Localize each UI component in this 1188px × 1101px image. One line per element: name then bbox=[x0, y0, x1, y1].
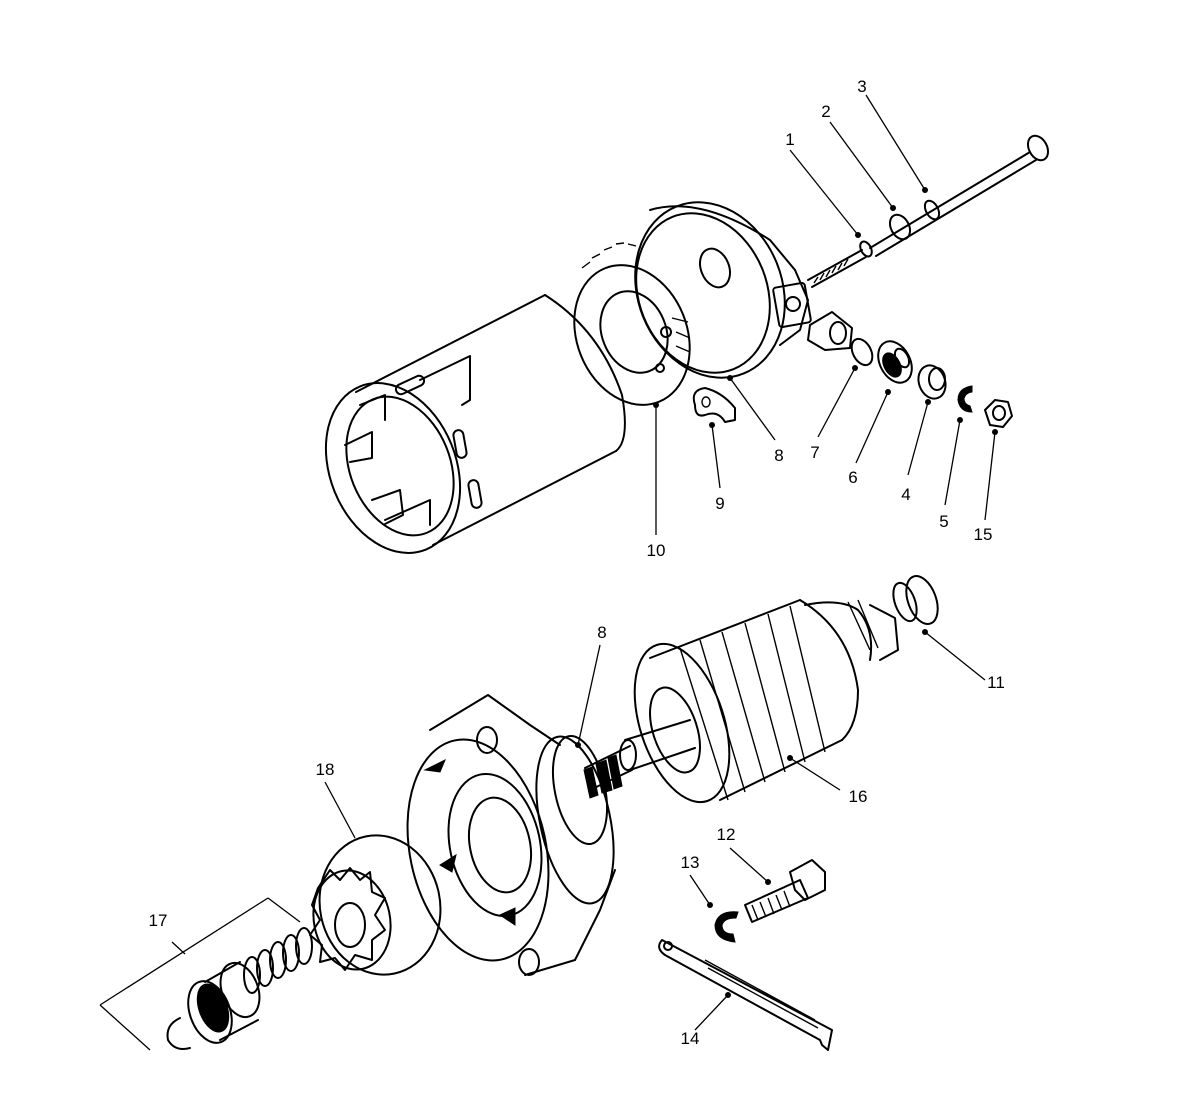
drive-end-housing bbox=[406, 694, 616, 976]
armature bbox=[619, 599, 899, 804]
callout-3: 3 bbox=[857, 77, 866, 96]
callout-11: 11 bbox=[987, 673, 1005, 692]
callout-8-lower: 8 bbox=[597, 623, 606, 642]
shaft-helical-spline bbox=[583, 745, 633, 799]
flange-nut bbox=[917, 364, 947, 400]
shaft-seal-ring bbox=[552, 734, 608, 846]
brush-spring-clip bbox=[692, 387, 736, 423]
retaining-snap-ring bbox=[166, 1017, 191, 1050]
callout-17: 17 bbox=[149, 911, 168, 930]
callout-10: 10 bbox=[647, 541, 666, 560]
o-ring bbox=[850, 337, 874, 367]
callout-8-upper: 8 bbox=[774, 446, 783, 465]
callout-5: 5 bbox=[939, 512, 948, 531]
through-bolt bbox=[807, 240, 873, 288]
callout-13: 13 bbox=[681, 853, 700, 872]
callout-4: 4 bbox=[901, 485, 910, 504]
callout-1: 1 bbox=[785, 130, 794, 149]
terminal-block bbox=[807, 311, 853, 351]
long-rod-and-washers bbox=[869, 134, 1050, 257]
callout-2: 2 bbox=[821, 102, 830, 121]
lock-clip bbox=[957, 385, 973, 413]
callout-6: 6 bbox=[848, 468, 857, 487]
callout-12: 12 bbox=[717, 825, 736, 844]
field-frame-housing bbox=[324, 294, 626, 554]
callout-15: 15 bbox=[974, 525, 993, 544]
bushing bbox=[877, 340, 913, 384]
callout-18: 18 bbox=[316, 760, 335, 779]
pinion-drive-clutch bbox=[309, 834, 442, 976]
leader-lines bbox=[99, 94, 998, 1051]
thrust-washers bbox=[892, 575, 939, 625]
hex-nut bbox=[984, 399, 1013, 428]
brush-plate bbox=[573, 242, 691, 406]
drive-spring bbox=[243, 927, 313, 994]
callout-9: 9 bbox=[715, 494, 724, 513]
callout-labels: 1 2 3 4 5 6 7 8 9 10 15 8 11 16 18 12 13… bbox=[149, 77, 1005, 1048]
shift-lever bbox=[658, 939, 833, 1051]
commutator-end-frame bbox=[634, 201, 812, 379]
callout-14: 14 bbox=[681, 1029, 700, 1048]
hex-bolt bbox=[744, 859, 826, 923]
e-clip bbox=[714, 911, 739, 943]
callout-16: 16 bbox=[849, 787, 868, 806]
callout-7: 7 bbox=[810, 443, 819, 462]
drive-collar bbox=[187, 961, 261, 1044]
